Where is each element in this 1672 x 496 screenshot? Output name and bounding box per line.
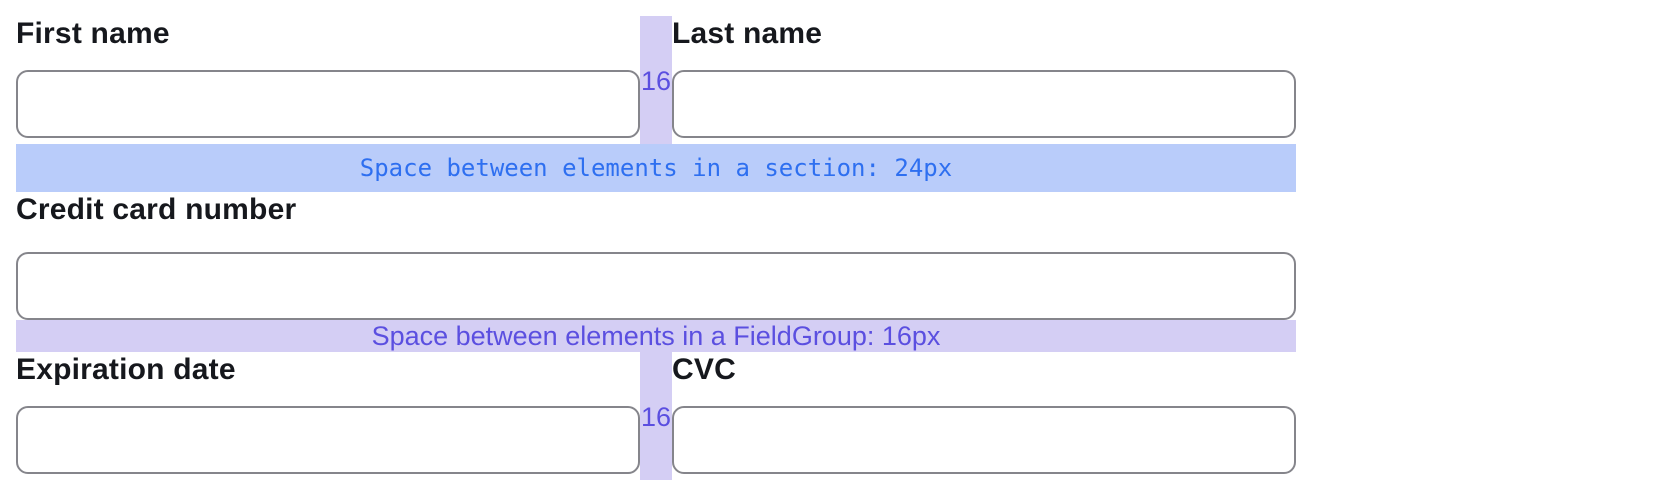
last-name-label: Last name [672,17,823,50]
fieldgroup-spacing-label: Space between elements in a FieldGroup: … [371,320,941,351]
credit-card-form: First name 16 Last name Space between el… [16,0,1296,480]
first-name-input[interactable] [16,70,640,138]
credit-card-number-field: Credit card number [16,192,1296,320]
column-gap-spacer: 16 [640,16,672,144]
cvc-field: CVC [672,352,1296,480]
gap-size-label: 16 [640,402,672,432]
last-name-field: Last name [672,16,1296,144]
credit-card-number-label: Credit card number [16,193,297,226]
section-spacing-label: Space between elements in a section: 24p… [359,154,953,182]
cvc-input[interactable] [672,406,1296,474]
first-name-field: First name [16,16,640,144]
column-gap-spacer: 16 [640,352,672,480]
first-name-label: First name [16,17,170,50]
gap-size-label: 16 [640,66,672,96]
last-name-input[interactable] [672,70,1296,138]
name-field-group: First name 16 Last name [16,16,1296,144]
expiration-date-input[interactable] [16,406,640,474]
cvc-label: CVC [672,353,736,386]
credit-card-number-input[interactable] [16,252,1296,320]
section-spacing-band: Space between elements in a section: 24p… [16,144,1296,192]
expiry-cvc-field-group: Expiration date 16 CVC [16,352,1296,480]
expiration-date-label: Expiration date [16,353,236,386]
fieldgroup-spacing-band: Space between elements in a FieldGroup: … [16,320,1296,352]
expiration-date-field: Expiration date [16,352,640,480]
credit-card-field-group: Credit card number [16,192,1296,320]
